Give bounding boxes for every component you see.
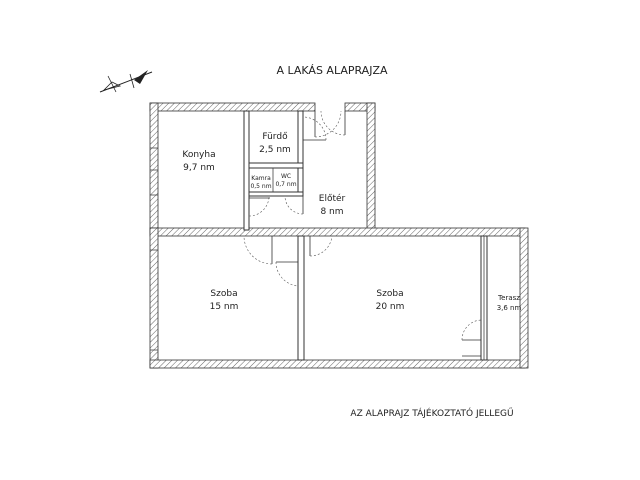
interior-walls [150,110,488,361]
exterior-walls [149,102,529,369]
room-area-kamra: 0,5 nm [250,183,271,190]
plan-title: A LAKÁS ALAPRAJZA [276,64,388,77]
room-name-szoba-2: Szoba [376,289,403,299]
room-area-wc: 0,7 nm [275,181,296,188]
room-area-szoba-1: 15 nm [210,302,239,312]
room-area-konyha: 9,7 nm [183,163,215,173]
room-area-szoba-2: 20 nm [376,302,405,312]
room-name-eloter: Előtér [319,193,346,204]
room-area-furdo: 2,5 nm [259,145,291,155]
room-name-furdo: Fürdő [262,132,288,142]
doors [243,110,482,357]
room-labels: Konyha 9,7 nm Fürdő 2,5 nm Kamra 0,5 nm … [182,132,521,312]
room-area-terasz: 3,6 nm [497,304,522,312]
room-name-terasz: Terasz [497,294,520,302]
room-name-wc: WC [281,173,291,180]
room-area-eloter: 8 nm [320,207,343,217]
room-name-kamra: Kamra [251,175,271,182]
north-arrow-icon [99,70,153,93]
room-name-szoba-1: Szoba [210,289,237,299]
room-name-konyha: Konyha [182,150,215,160]
disclaimer-note: AZ ALAPRAJZ TÁJÉKOZTATÓ JELLEGŰ [350,407,513,419]
